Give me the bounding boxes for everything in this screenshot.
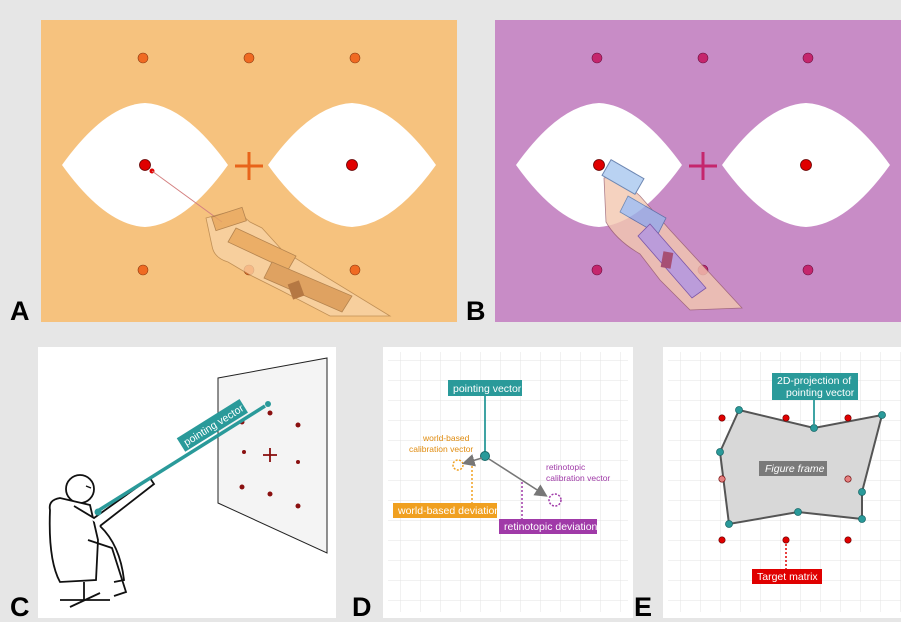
frame-vertex — [725, 520, 733, 528]
fixation-dot-right — [800, 159, 812, 171]
panel-a — [41, 20, 457, 322]
figure-frame-label: Figure frame — [765, 463, 825, 475]
target-dot — [296, 460, 300, 464]
target-dot — [137, 264, 149, 276]
retinotopic-deviation-label: retinotopic deviation — [504, 521, 598, 533]
target-dot — [591, 264, 603, 276]
world-deviation-tag — [393, 503, 497, 518]
target-dot — [718, 536, 726, 544]
panel-d: pointing vector world-based calibration … — [383, 347, 633, 618]
world-deviation-arrow — [461, 454, 483, 467]
panel-b — [495, 20, 901, 322]
pointing-vector-label: pointing vector — [453, 383, 522, 395]
pointing-ray — [151, 170, 223, 223]
target-dot — [782, 414, 790, 422]
target-dot — [239, 484, 245, 490]
retinotopic-calibration-label-2: calibration vector — [546, 473, 610, 483]
panel-c: pointing vector — [38, 347, 336, 618]
projection-label-2: pointing vector — [786, 387, 855, 399]
frame-vertex — [735, 406, 743, 414]
target-dot — [137, 52, 149, 64]
target-dot — [591, 52, 603, 64]
world-calibration-label-2: calibration vector — [409, 444, 473, 454]
target-dot — [267, 410, 273, 416]
hand-with-device — [601, 159, 743, 311]
fixation-cross — [235, 152, 263, 180]
target-dot — [718, 475, 726, 483]
pointing-vector-tag — [448, 380, 522, 396]
fixation-dot-right — [346, 159, 358, 171]
target-dot — [697, 52, 709, 64]
target-dot — [802, 52, 814, 64]
screen-cross — [263, 448, 277, 462]
pointing-vector-arrow — [95, 404, 266, 514]
target-dot — [349, 52, 361, 64]
target-dot — [844, 475, 852, 483]
panel-e: 2D-projection of pointing vector Figure … — [663, 347, 901, 618]
target-dot — [242, 450, 246, 454]
panel-label-b: B — [466, 296, 486, 326]
frame-vertex — [810, 424, 818, 432]
panel-label-e: E — [634, 592, 652, 622]
fixation-dot-left — [593, 159, 605, 171]
frame-vertices — [716, 406, 886, 528]
target-dot — [844, 414, 852, 422]
target-dot — [243, 52, 255, 64]
pointing-target-dot — [265, 401, 271, 407]
target-matrix-label: Target matrix — [757, 571, 818, 583]
retinotopic-deviation-tag — [499, 519, 597, 534]
target-matrix-tag — [752, 569, 822, 584]
frame-vertex — [858, 515, 866, 523]
world-deviation-label: world-based deviation — [397, 505, 500, 517]
panel-label-c: C — [10, 592, 30, 622]
panel-label-a: A — [10, 296, 30, 326]
shoulder-marker — [94, 508, 102, 516]
retinotopic-calibration-label-1: retinotopic — [546, 462, 586, 472]
target-dot — [267, 491, 273, 497]
panel-label-d: D — [352, 592, 372, 622]
target-dot — [295, 422, 301, 428]
fixation-cross — [689, 152, 717, 180]
retinotopic-calibration-point — [548, 493, 562, 507]
frame-vertex — [878, 411, 886, 419]
target-dot — [295, 503, 301, 509]
panel-a-target-dots — [137, 52, 361, 276]
figure-frame-tag — [759, 461, 827, 476]
target-matrix-dots — [718, 414, 852, 544]
target-dot — [844, 536, 852, 544]
target-dot — [349, 264, 361, 276]
projection-label-1: 2D-projection of — [777, 375, 851, 387]
target-dot — [802, 264, 814, 276]
projection-tag — [772, 373, 858, 400]
screen-targets — [239, 410, 301, 509]
frame-vertex — [794, 508, 802, 516]
target-dot — [782, 536, 790, 544]
fixation-dot-left — [139, 159, 151, 171]
frame-vertex — [858, 488, 866, 496]
world-calibration-label-1: world-based — [422, 433, 470, 443]
pointing-point — [480, 451, 490, 461]
hand-with-device — [205, 206, 392, 317]
target-dot — [718, 414, 726, 422]
retinotopic-deviation-arrow — [488, 458, 548, 497]
frame-vertex — [716, 448, 724, 456]
